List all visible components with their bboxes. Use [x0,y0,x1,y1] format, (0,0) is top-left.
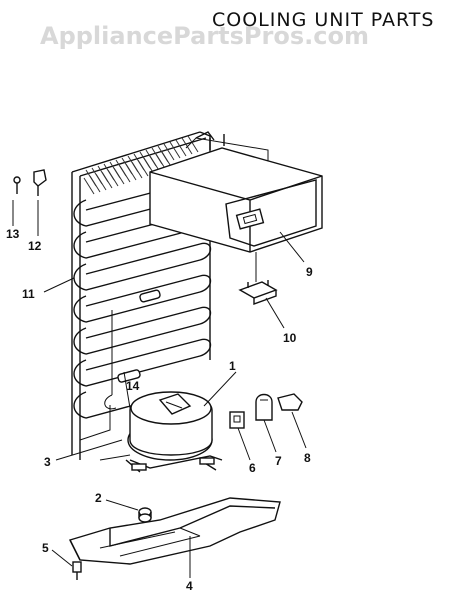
page-title: COOLING UNIT PARTS [212,9,434,31]
callout-3: 3 [44,455,51,469]
callout-7: 7 [275,454,282,468]
overload-protector [255,393,273,421]
base-plate [69,497,281,565]
watermark: AppliancePartsPros.com [40,22,369,50]
callout-13: 13 [6,227,20,241]
evaporator [149,131,323,282]
callout-9: 9 [306,265,313,279]
compressor [125,391,223,473]
callout-2: 2 [95,491,102,505]
callout-14: 14 [126,379,140,393]
grommet [138,507,152,523]
terminal-cover [277,393,303,411]
tube-clip [33,169,47,196]
callout-11: 11 [22,287,35,301]
callout-6: 6 [249,461,256,475]
start-relay [229,411,245,429]
evaporator-bracket [238,280,278,305]
callout-10: 10 [283,331,297,345]
callout-12: 12 [28,239,42,253]
callout-4: 4 [186,579,193,593]
condenser-coil [71,131,212,461]
mounting-bolt [72,561,82,580]
callout-labels: 1 2 3 4 5 6 7 8 9 10 11 12 13 14 [6,227,313,593]
mounting-screw [13,176,21,194]
callout-8: 8 [304,451,311,465]
leader-lines [12,200,307,578]
callout-1: 1 [229,359,236,373]
callout-5: 5 [42,541,49,555]
